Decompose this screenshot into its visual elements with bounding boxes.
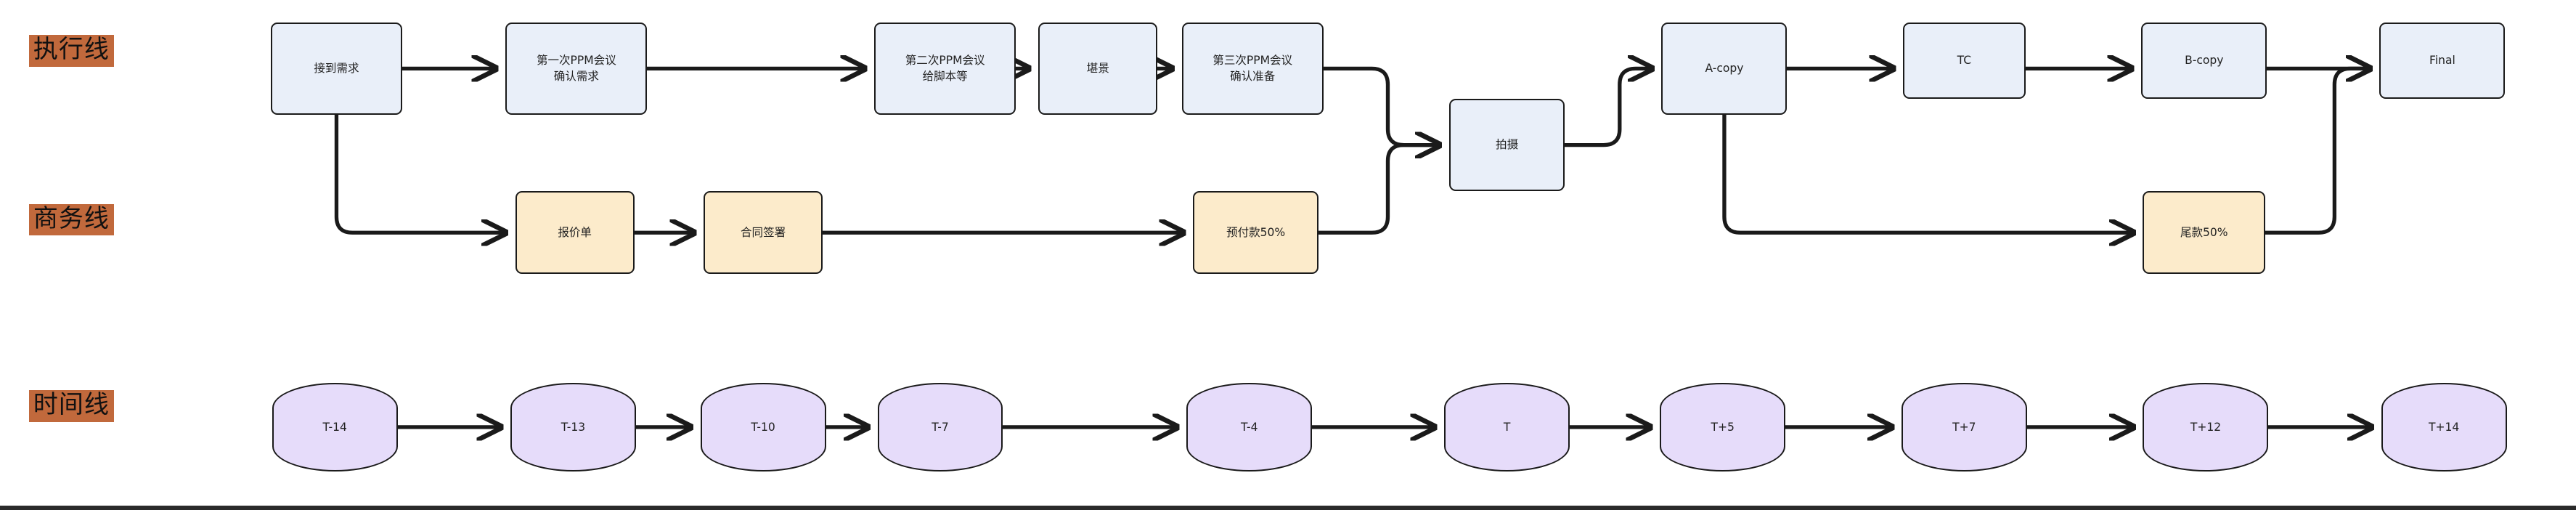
node-time-t-plus-14[interactable]: T+14 [2381,382,2507,472]
node-label: 接到需求 [314,62,359,76]
node-label: 报价单 [558,226,592,240]
node-label: T [1503,420,1511,434]
node-time-t-minus-4[interactable]: T-4 [1186,382,1313,472]
node-label-line-2: 确认需求 [553,70,599,84]
node-final[interactable]: Final [2379,22,2506,99]
node-label: 预付款50% [1226,226,1286,240]
node-time-t[interactable]: T [1444,382,1570,472]
node-final-payment-50[interactable]: 尾款50% [2143,191,2265,275]
node-location-scouting[interactable]: 堪景 [1038,22,1158,115]
node-shooting[interactable]: 拍摄 [1448,99,1565,192]
node-receive-requirement[interactable]: 接到需求 [270,22,403,115]
node-label: T+12 [2190,420,2222,434]
node-label: T-10 [751,420,775,434]
node-label: T-7 [932,420,949,434]
node-ppm-meeting-1[interactable]: 第一次PPM会议 确认需求 [505,22,648,115]
node-time-t-minus-7[interactable]: T-7 [877,382,1003,472]
node-label: TC [1957,54,1972,68]
node-label: A-copy [1705,62,1744,76]
node-label: 堪景 [1086,62,1109,76]
node-label: T+7 [1952,420,1976,434]
node-ppm-meeting-2[interactable]: 第二次PPM会议 给脚本等 [874,22,1016,115]
edge-prepay-to-shoot [1316,145,1439,235]
node-label: Final [2429,54,2455,68]
lane-label-biz: 商务线 [28,203,114,236]
node-prepayment-50[interactable]: 预付款50% [1193,191,1319,275]
node-label: T-4 [1241,420,1258,434]
lane-label-time: 时间线 [28,390,114,423]
node-time-t-plus-7[interactable]: T+7 [1901,382,2027,472]
node-label-line-1: 第二次PPM会议 [905,53,985,67]
node-label: T-13 [561,420,586,434]
node-time-t-plus-12[interactable]: T+12 [2143,382,2269,472]
node-label: 拍摄 [1496,138,1519,152]
node-tc[interactable]: TC [1903,22,2026,99]
node-label: B-copy [2185,54,2224,68]
node-label: 合同签署 [741,226,786,240]
node-label: T-14 [322,420,347,434]
lane-label-exec: 执行线 [28,35,114,67]
node-a-copy[interactable]: A-copy [1661,22,1788,115]
node-time-t-minus-14[interactable]: T-14 [272,382,398,472]
edge-ppm3-to-shoot [1321,66,1440,145]
node-label-line-2: 给脚本等 [922,70,968,84]
edge-acopy-to-finalpay [1722,113,2133,232]
node-label-line-1: 第三次PPM会议 [1212,53,1293,67]
node-label-line-2: 确认准备 [1230,70,1276,84]
node-time-t-plus-5[interactable]: T+5 [1660,382,1786,472]
node-time-t-minus-10[interactable]: T-10 [700,382,826,472]
edge-finalpay-to-final [2263,68,2370,235]
node-time-t-minus-13[interactable]: T-13 [510,382,636,472]
node-label: T+14 [2429,420,2460,434]
node-label: T+5 [1711,420,1735,434]
edge-receive-to-quote [334,113,505,232]
node-contract-signing[interactable]: 合同签署 [704,191,823,275]
node-b-copy[interactable]: B-copy [2141,22,2267,99]
edge-shoot-to-acopy [1562,68,1652,147]
node-label-line-1: 第一次PPM会议 [536,53,616,67]
node-label: 尾款50% [2180,226,2228,240]
node-ppm-meeting-3[interactable]: 第三次PPM会议 确认准备 [1181,22,1324,115]
node-quotation[interactable]: 报价单 [515,191,635,275]
bottom-divider [0,506,2576,510]
